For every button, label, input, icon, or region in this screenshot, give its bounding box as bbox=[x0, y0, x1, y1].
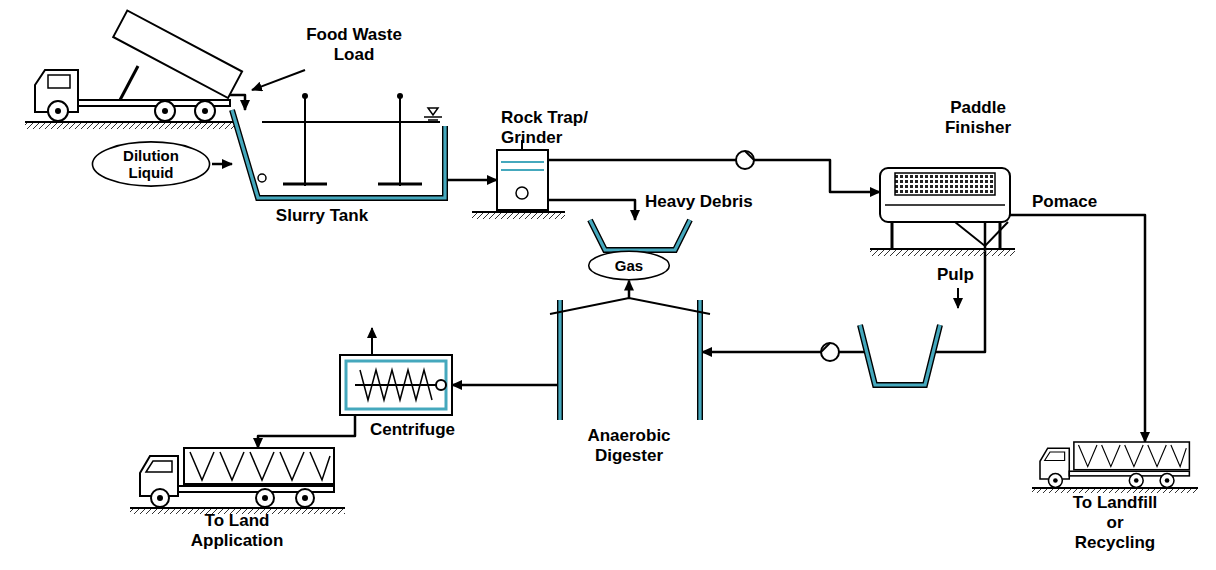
flow-pipe bbox=[258, 415, 355, 448]
equipment-label: To Land Application bbox=[177, 511, 297, 551]
rock-trap-drawing bbox=[472, 140, 565, 219]
stream-label: Pulp bbox=[935, 265, 976, 285]
equipment-label: Heavy Debris bbox=[645, 192, 753, 212]
flow-pipe bbox=[212, 163, 232, 166]
land-application-truck: To Land Application bbox=[140, 448, 335, 503]
paddle-finisher: Paddle Finisher bbox=[880, 168, 1010, 222]
flow-pipe bbox=[548, 160, 880, 192]
equipment-label: Anaerobic Digester bbox=[574, 426, 684, 466]
slurry-tank: Slurry Tank bbox=[232, 110, 445, 200]
equipment-label: Paddle Finisher bbox=[928, 98, 1028, 138]
flow-pipe bbox=[628, 281, 631, 299]
liquid-ellipse: Dilution Liquid bbox=[90, 140, 212, 188]
stream-label: Pomace bbox=[1030, 192, 1099, 212]
equipment-label: Rock Trap/ Grinder bbox=[501, 108, 609, 148]
dump-truck: Food Waste Load bbox=[30, 10, 228, 98]
haul-trucks bbox=[130, 442, 1198, 514]
flow-pipe bbox=[445, 179, 497, 182]
anaerobic-digester: Anaerobic Digester bbox=[557, 298, 702, 420]
flow-pipe bbox=[452, 384, 557, 387]
centrifuge: Centrifuge bbox=[340, 355, 452, 415]
paddle-finisher-drawing bbox=[870, 168, 1015, 256]
pump-symbols bbox=[736, 151, 839, 361]
digester-drawing bbox=[550, 298, 710, 420]
gas-ellipse: Gas bbox=[587, 250, 671, 281]
node-text: Dilution Liquid bbox=[110, 147, 192, 181]
flow-pipe bbox=[702, 222, 985, 352]
centrifuge-drawing bbox=[340, 328, 452, 415]
slurry-tank-drawing bbox=[232, 93, 445, 198]
equipment-label: Food Waste Load bbox=[300, 25, 408, 65]
debris-bin: Heavy Debris bbox=[590, 220, 690, 250]
equipment-label: To Landfill or Recycling bbox=[1067, 493, 1163, 553]
landfill-truck: To Landfill or Recycling bbox=[1040, 442, 1190, 487]
dump-truck-drawing bbox=[25, 10, 305, 129]
node-text: Gas bbox=[604, 257, 654, 274]
equipment-label: Slurry Tank bbox=[252, 206, 392, 226]
pulp-bin-drawing bbox=[860, 288, 958, 385]
equipment-label: Centrifuge bbox=[370, 420, 455, 440]
rock-trap: Rock Trap/ Grinder bbox=[497, 150, 548, 210]
flow-pipe bbox=[1010, 215, 1145, 442]
debris-bin-drawing bbox=[590, 220, 690, 250]
